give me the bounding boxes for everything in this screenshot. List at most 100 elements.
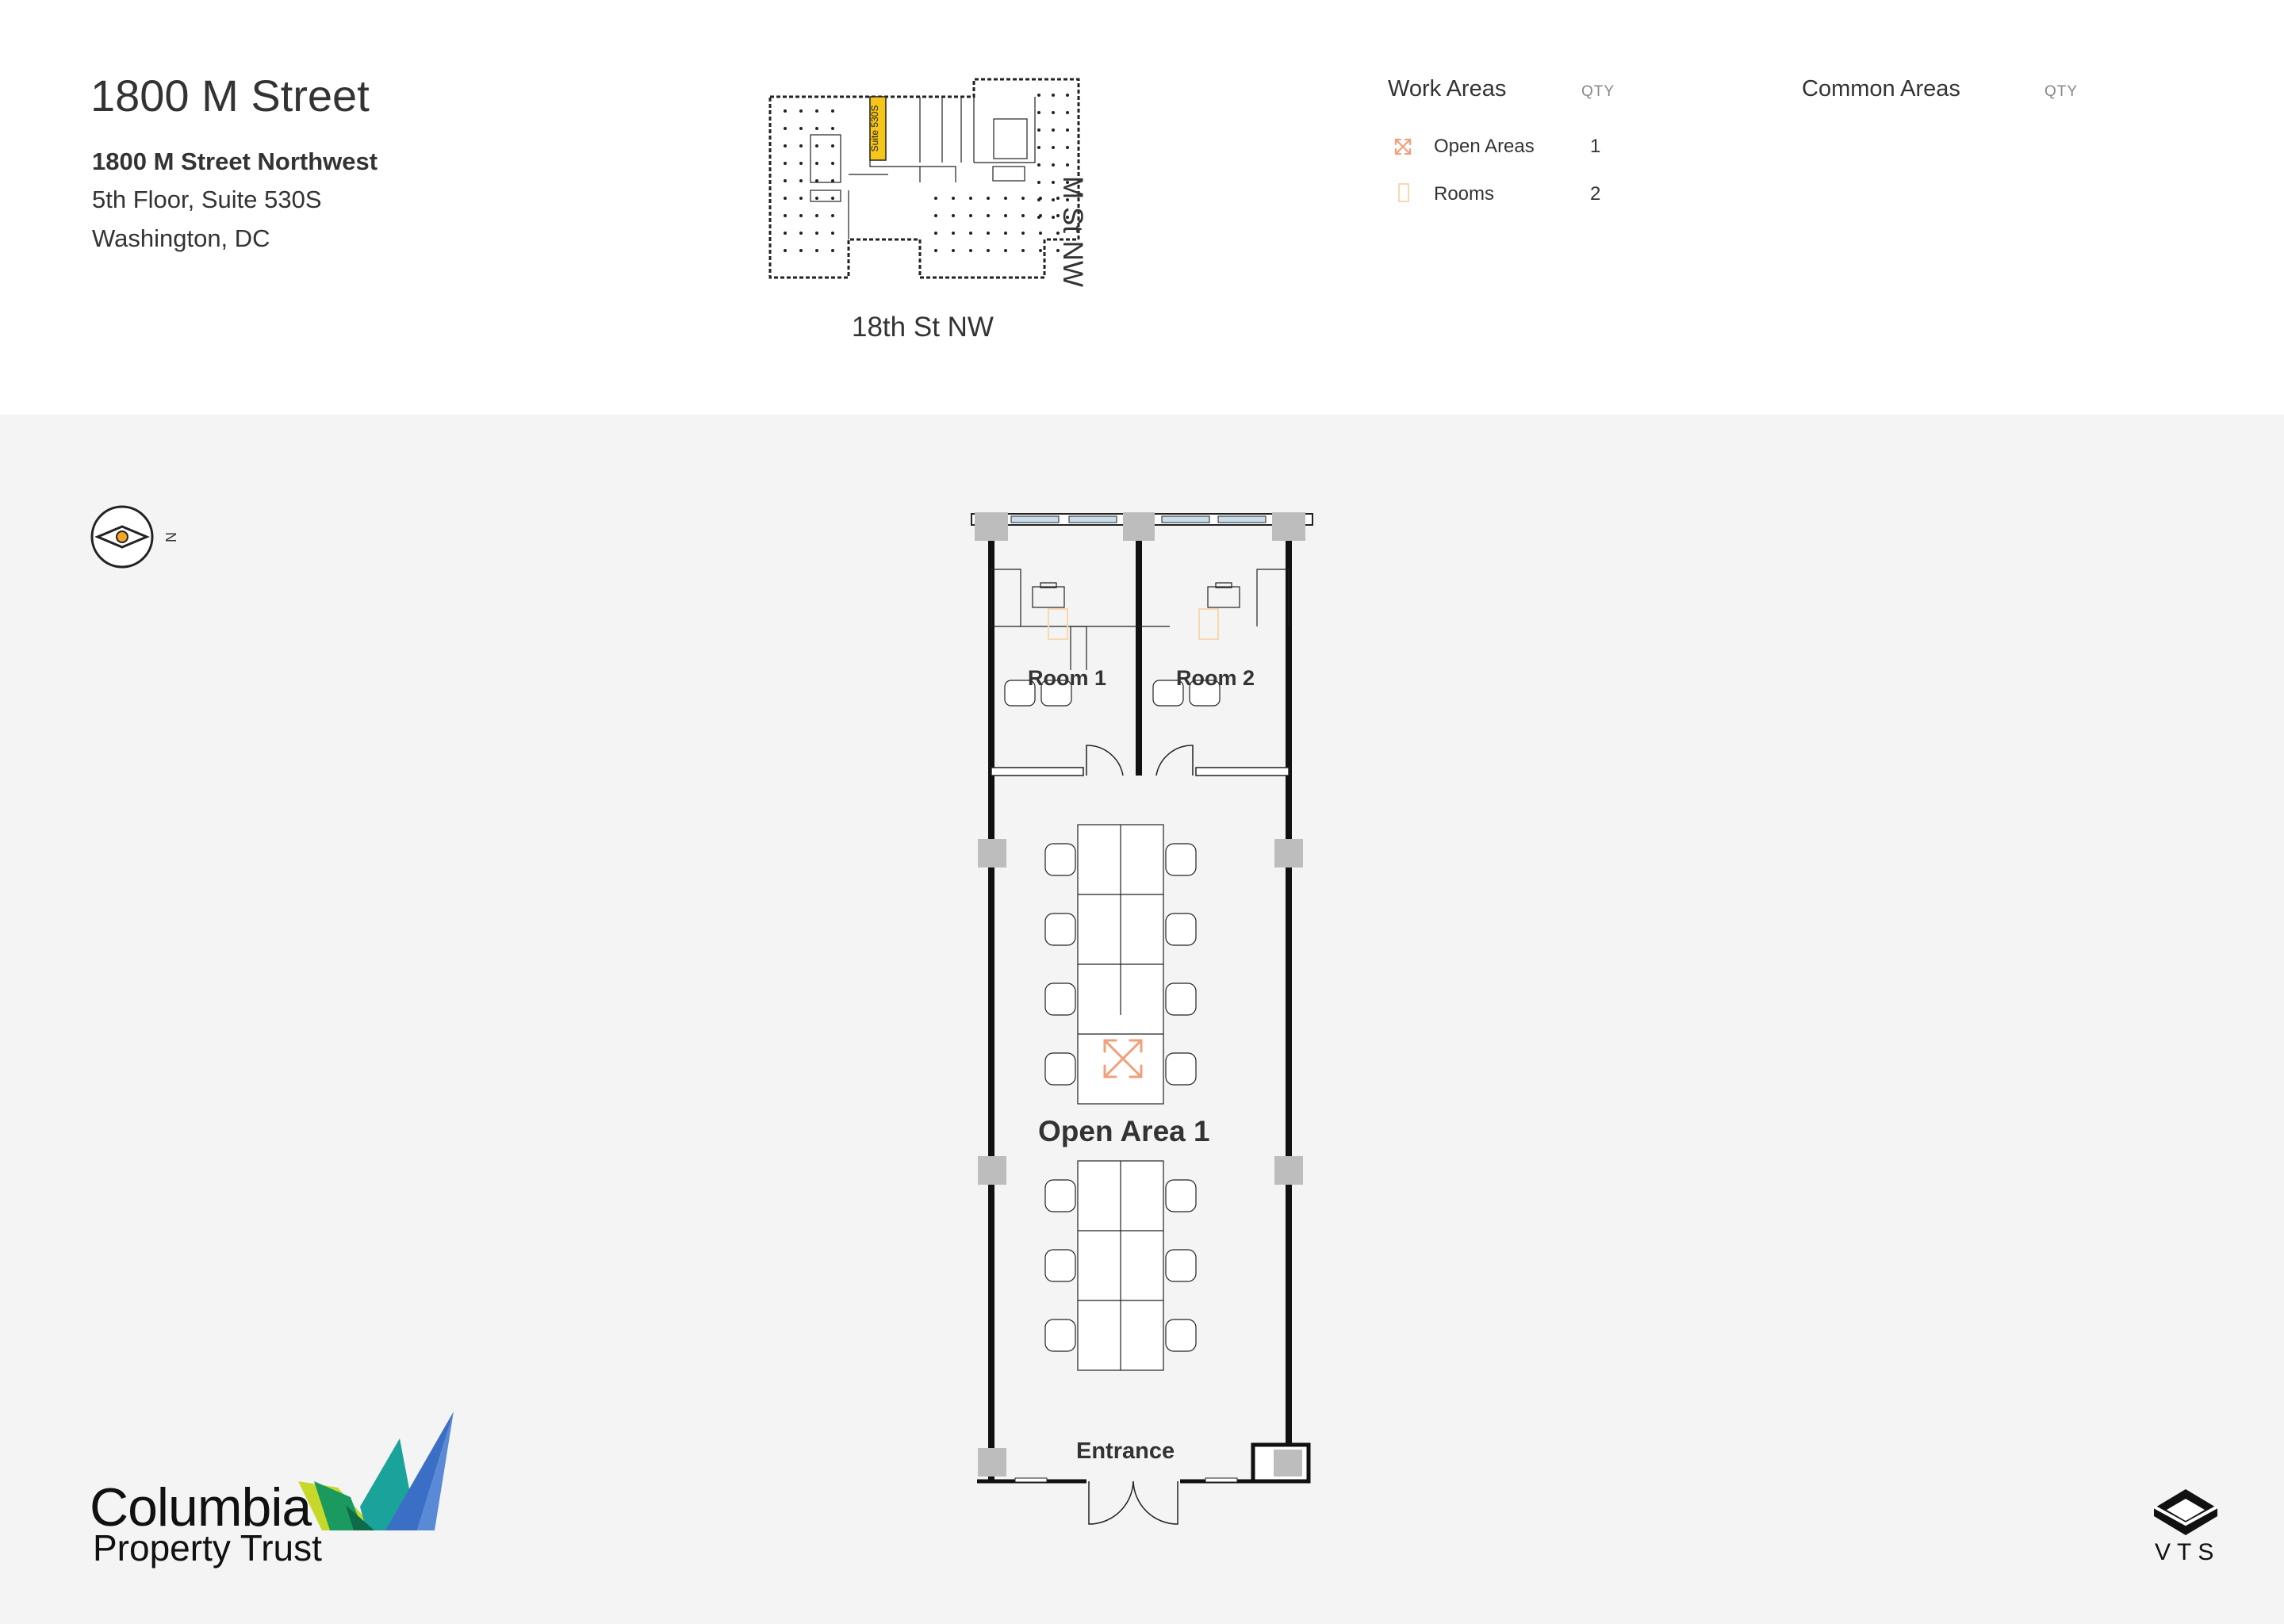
- column-dot: [799, 214, 803, 217]
- column-dot: [784, 162, 787, 165]
- vts-logo-icon: [2153, 1489, 2218, 1535]
- header: 1800 M Street 1800 M Street Northwest 5t…: [0, 0, 2284, 415]
- vts-label: VTS: [2155, 1539, 2221, 1565]
- column-dot: [799, 144, 803, 147]
- column-dot: [1056, 197, 1060, 200]
- open-area-label: Open Area 1: [1038, 1115, 1210, 1147]
- column-dot: [1037, 128, 1040, 132]
- column-dot: [934, 249, 937, 252]
- column-dot: [815, 179, 818, 182]
- common-areas-heading: Common Areas: [1802, 76, 1960, 102]
- open-area-expand-icon: [1103, 1039, 1143, 1078]
- column-dot: [1056, 214, 1060, 217]
- column-dot: [831, 214, 834, 217]
- column-dot: [1056, 232, 1060, 235]
- desk-chair: [1165, 1249, 1197, 1282]
- column-dot: [934, 232, 937, 235]
- column-dot: [987, 232, 990, 235]
- column-dot: [784, 144, 787, 147]
- column-dot: [1052, 181, 1055, 184]
- floor-plan: [971, 512, 1313, 1525]
- column-dot: [1056, 249, 1060, 252]
- column-dot: [799, 232, 803, 235]
- desk-chair: [1044, 843, 1076, 876]
- desk-chair: [1044, 982, 1076, 1016]
- column-dot: [1021, 214, 1025, 217]
- column-dot: [1052, 94, 1055, 97]
- brand-name-line-1: Columbia: [90, 1477, 312, 1538]
- address-line-1: 1800 M Street Northwest: [92, 147, 378, 175]
- column-dot: [969, 232, 972, 235]
- column-dot: [1052, 128, 1055, 132]
- street-label-bottom: 18th St NW: [852, 312, 994, 343]
- suite-highlight: [869, 96, 887, 161]
- desk-chair: [1044, 1319, 1076, 1352]
- column-dot: [815, 109, 818, 113]
- column-dot: [1037, 111, 1040, 114]
- desk-chair: [1044, 1249, 1076, 1282]
- column-dot: [1066, 146, 1069, 149]
- column-dot: [815, 162, 818, 165]
- column-dot: [784, 249, 787, 252]
- column-dot: [987, 249, 990, 252]
- column-dot: [815, 127, 818, 130]
- work-areas-heading: Work Areas: [1388, 76, 1507, 102]
- column-dot: [815, 232, 818, 235]
- column-dot: [1004, 197, 1007, 200]
- column-dot: [1066, 216, 1069, 219]
- column-dot: [799, 179, 803, 182]
- compass-icon: [90, 505, 154, 569]
- column-dot: [831, 127, 834, 130]
- column-dot: [969, 214, 972, 217]
- column-dot: [799, 109, 803, 113]
- address-line-2: 5th Floor, Suite 530S: [92, 186, 322, 213]
- entrance-label: Entrance: [1076, 1438, 1175, 1464]
- column-dot: [784, 214, 787, 217]
- column-dot: [1021, 232, 1025, 235]
- column-dot: [1066, 94, 1069, 97]
- work-areas-qty-heading: QTY: [1581, 83, 1615, 100]
- address-line-3: Washington, DC: [92, 224, 270, 252]
- column-dot: [784, 109, 787, 113]
- column-dot: [969, 249, 972, 252]
- column-dot: [1066, 163, 1069, 167]
- column-dot: [1052, 216, 1055, 219]
- column-dot: [1052, 111, 1055, 114]
- column-dot: [815, 249, 818, 252]
- column-dot: [831, 232, 834, 235]
- column-dot: [799, 249, 803, 252]
- column-dot: [952, 214, 955, 217]
- columbia-logo-icon: [298, 1411, 454, 1530]
- column-dot: [952, 232, 955, 235]
- column-dot: [1004, 232, 1007, 235]
- desk-chair: [1165, 982, 1197, 1016]
- column-dot: [831, 144, 834, 147]
- column-dot: [784, 232, 787, 235]
- column-dot: [952, 249, 955, 252]
- street-label-right: M St NW: [1057, 176, 1088, 287]
- column-dot: [969, 197, 972, 200]
- desk-chair: [1165, 1179, 1197, 1212]
- room-2-label: Room 2: [1176, 666, 1255, 690]
- legend-open-areas-qty: 1: [1590, 136, 1601, 157]
- column-dot: [1004, 249, 1007, 252]
- column-dot: [1066, 128, 1069, 132]
- column-dot: [784, 127, 787, 130]
- legend-rooms-label: Rooms: [1434, 183, 1495, 205]
- column-dot: [1039, 232, 1042, 235]
- suite-label: Suite 530S: [869, 105, 880, 152]
- legend-rooms-qty: 2: [1590, 183, 1601, 205]
- column-dot: [1037, 198, 1040, 201]
- compass-north-label: N: [163, 532, 178, 542]
- key-plan: Suite 530S: [768, 78, 1080, 279]
- column-dot: [1037, 94, 1040, 97]
- desk-chair: [1044, 913, 1076, 946]
- column-dot: [799, 197, 803, 200]
- column-dot: [1052, 146, 1055, 149]
- column-dot: [952, 197, 955, 200]
- desk-chair: [1165, 1319, 1197, 1352]
- room-1-label: Room 1: [1028, 666, 1107, 690]
- desk-chair: [1165, 913, 1197, 946]
- column-dot: [1037, 146, 1040, 149]
- column-dot: [1039, 249, 1042, 252]
